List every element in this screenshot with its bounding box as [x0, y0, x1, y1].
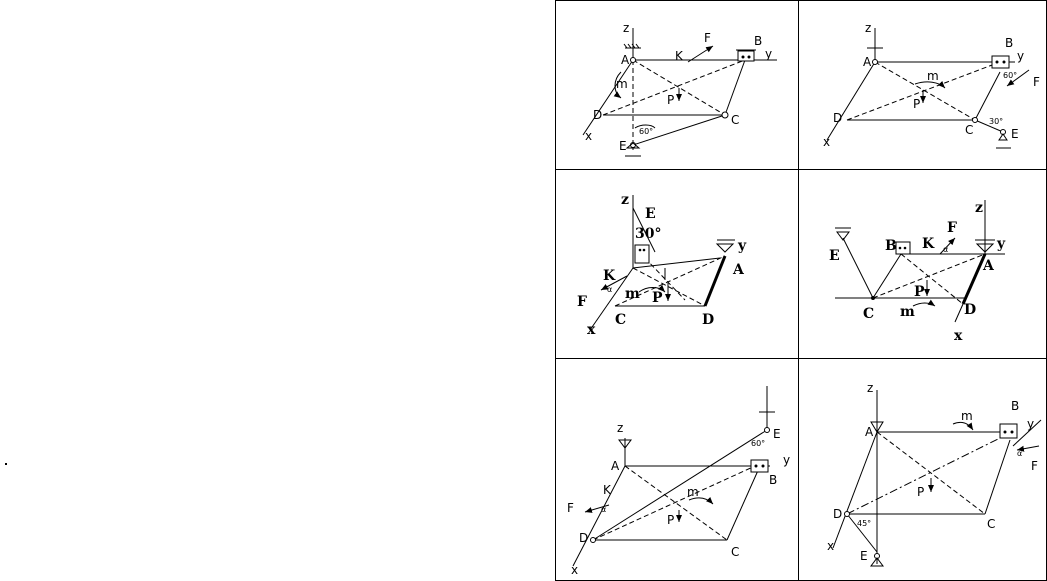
p3-y-label: y	[737, 238, 747, 254]
p1-f-label: F	[704, 31, 711, 45]
stray-mark	[5, 463, 7, 465]
p1-p-label: P	[667, 93, 674, 107]
p1-m-label: m	[616, 77, 628, 91]
p5-e-label: E	[773, 427, 781, 441]
problem-figure-grid: z A B y F K m P D C E x 60° z A B	[555, 0, 1047, 581]
panel-4-frame	[798, 169, 1047, 359]
p4-c-label: C	[863, 306, 874, 322]
p3-e-label: E	[645, 206, 656, 222]
p1-a-label: A	[621, 53, 630, 67]
p4-z-label: z	[975, 200, 983, 216]
p5-f-label: F	[567, 501, 574, 515]
panel-6-diagram: z A m B y F α P D C 45° x E	[827, 381, 1042, 567]
p2-angle2-label: 60°	[1003, 71, 1017, 80]
p4-y-label: y	[996, 236, 1006, 252]
p6-b-label: B	[1011, 399, 1019, 413]
p4-d-label: D	[964, 302, 976, 318]
p6-x-label: x	[827, 539, 834, 553]
p3-k-label: K	[603, 268, 616, 284]
p2-angle-label: 30°	[989, 117, 1003, 126]
panel-3-diagram: z E 30° y A K α m P F C D x	[577, 192, 747, 338]
p6-e-label: E	[860, 549, 868, 563]
p5-d-label: D	[579, 531, 588, 545]
p6-z-label: z	[867, 381, 873, 395]
p6-f-label: F	[1031, 459, 1038, 473]
panel-4-diagram: z F B K α y A E P D m C x	[829, 200, 1006, 344]
p5-y-label: y	[783, 453, 790, 467]
p2-e-label: E	[1011, 127, 1019, 141]
panel-2-diagram: z A B y F m P D C E x 30° 60°	[823, 21, 1040, 149]
p6-c-label: C	[987, 517, 995, 531]
blank-left-area	[0, 0, 555, 581]
p3-m-label: m	[625, 286, 640, 302]
p2-b-label: B	[1005, 36, 1013, 50]
p5-alpha-label: α	[601, 505, 606, 514]
p1-angle-label: 60°	[639, 127, 653, 136]
p5-x-label: x	[571, 563, 578, 577]
p5-angle-label: 60°	[751, 439, 765, 448]
panel-6-frame	[798, 358, 1047, 581]
p2-z-label: z	[865, 21, 871, 35]
p2-y-label: y	[1017, 49, 1024, 63]
p1-k-label: K	[675, 49, 684, 63]
p3-alpha-label: α	[607, 285, 612, 294]
p1-y-label: y	[765, 47, 772, 61]
p1-d-label: D	[593, 108, 602, 122]
panel-1-frame	[555, 0, 799, 170]
p3-p-label: P	[652, 290, 663, 306]
p1-x-label: x	[585, 129, 592, 143]
p5-m-label: m	[687, 485, 699, 499]
p4-e-label: E	[829, 248, 840, 264]
panel-1-diagram: z A B y F K m P D C E x 60°	[582, 21, 777, 157]
p6-y-label: y	[1027, 417, 1034, 431]
p3-z-label: z	[621, 192, 629, 208]
p6-p-label: P	[917, 485, 924, 499]
p2-a-label: A	[863, 55, 872, 69]
p2-m-label: m	[927, 69, 939, 83]
p1-e-label: E	[619, 139, 627, 153]
p1-c-label: C	[731, 113, 739, 127]
p5-b-label: B	[769, 473, 777, 487]
p3-x-label: x	[587, 322, 596, 338]
p3-f-label: F	[577, 294, 587, 310]
p4-x-label: x	[954, 328, 963, 344]
p1-z-label: z	[623, 21, 629, 35]
p2-p-label: P	[913, 97, 920, 111]
p4-k-label: K	[922, 236, 935, 252]
p6-a-label: A	[865, 425, 874, 439]
p6-m-label: m	[961, 409, 973, 423]
p6-alpha-label: α	[1017, 449, 1022, 458]
p4-p-label: P	[914, 284, 925, 300]
p3-angle-label: 30°	[635, 226, 661, 242]
p6-d-label: D	[833, 507, 842, 521]
p5-c-label: C	[731, 545, 739, 559]
p5-a-label: A	[611, 459, 620, 473]
panel-2-frame	[798, 0, 1047, 170]
p1-b-label: B	[754, 34, 762, 48]
p6-angle-label: 45°	[857, 519, 871, 528]
p4-a-label: A	[982, 258, 995, 274]
p3-d-label: D	[702, 312, 714, 328]
p5-k-label: K	[603, 483, 612, 497]
panel-5-diagram: z E 60° A y B K α F m P D C x	[567, 386, 790, 577]
p3-a-label: A	[732, 262, 745, 278]
p5-p-label: P	[667, 513, 674, 527]
p2-d-label: D	[833, 111, 842, 125]
p4-alpha-label: α	[943, 245, 948, 254]
p3-c-label: C	[615, 312, 626, 328]
p5-z-label: z	[617, 421, 623, 435]
p2-f-label: F	[1033, 75, 1040, 89]
p2-x-label: x	[823, 135, 830, 149]
p4-b-label: B	[885, 238, 897, 254]
figures-svg: z A B y F K m P D C E x 60° z A B	[555, 0, 1047, 581]
p4-f-label: F	[947, 220, 957, 236]
p2-c-label: C	[965, 123, 973, 137]
p4-m-label: m	[900, 304, 915, 320]
